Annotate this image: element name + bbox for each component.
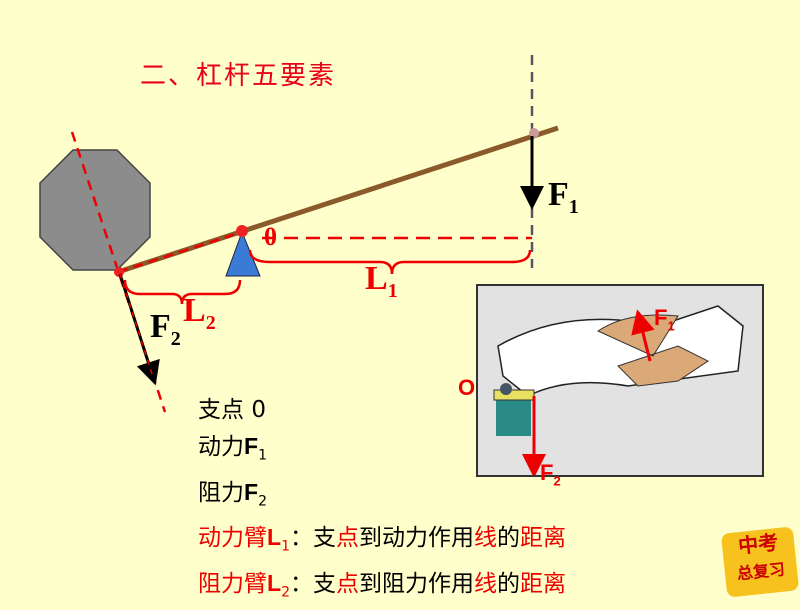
lever-bar xyxy=(117,125,559,275)
review-logo: 中考总复习 xyxy=(720,526,800,598)
l2-label: L2 xyxy=(183,292,216,334)
fulcrum-triangle xyxy=(225,230,261,277)
inset-f2-label: F2 xyxy=(540,460,561,489)
def-effort-arm: 动力臂L1：支点到动力作用线的距离 xyxy=(198,524,566,555)
def-load-arm: 阻力臂L2：支点到阻力作用线的距离 xyxy=(198,569,566,601)
fulcrum-point xyxy=(236,225,248,237)
f1-label: F1 xyxy=(548,176,579,218)
def-load: 阻力F2 xyxy=(198,478,267,510)
def-fulcrum: 支点 0 xyxy=(198,397,266,423)
definitions: 支点 0 动力F1 阻力F2 动力臂L1：支点到动力作用线的距离 阻力臂L2：支… xyxy=(198,392,566,610)
f2-label: F2 xyxy=(150,308,181,350)
fulcrum-label: 0 xyxy=(264,222,277,251)
inset-f1-label: F1 xyxy=(654,305,675,334)
load-stone xyxy=(39,149,151,271)
l2-brace xyxy=(123,279,242,305)
l1-label: L1 xyxy=(365,260,398,302)
l1-brace xyxy=(248,249,532,275)
slide-title: 二、杠杆五要素 xyxy=(140,61,337,91)
def-effort: 动力F1 xyxy=(198,433,267,464)
inset-o-label: O xyxy=(458,375,476,400)
hand-wrench-illustration xyxy=(476,284,764,477)
